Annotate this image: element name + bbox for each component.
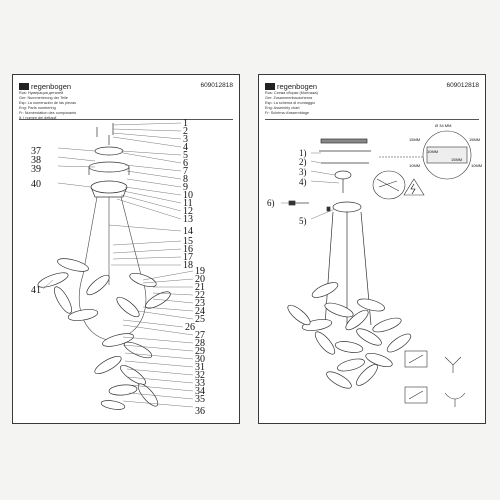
upper-petal-cluster	[37, 258, 171, 321]
leader-lines-right	[42, 122, 194, 408]
assembly-chart-sheet: regenbogen 609012818 Rus: Схема сборки (…	[258, 74, 486, 424]
petal-cluster	[287, 282, 412, 389]
step-label-5: 5)	[299, 216, 307, 226]
part-number-8: 8	[183, 174, 188, 185]
part-number-10: 10	[183, 190, 193, 201]
dim-label-5: 10MM	[409, 163, 420, 168]
header-line-en: Eng: Parts numbering	[19, 106, 56, 110]
part-number-38: 38	[31, 155, 41, 166]
lower-petal-cluster	[94, 333, 159, 410]
step-label-2: 2)	[299, 157, 307, 167]
parts-numbering-sheet: regenbogen 609012818 Rus: Нумерация дета…	[12, 74, 240, 424]
installation-insets	[404, 350, 466, 407]
part-number-1: 1	[183, 118, 188, 129]
part-number-22: 22	[195, 290, 205, 301]
header-divider	[265, 119, 479, 120]
part-number-18: 18	[183, 260, 193, 271]
exploded-lamp-drawing: 1 2 3 4 5 6 7 8 9 10 11 12 13 14 15 16 1…	[31, 118, 205, 417]
part-number-3: 3	[183, 134, 188, 145]
part-number-12: 12	[183, 206, 193, 217]
part-number-41: 41	[31, 285, 41, 296]
step-label-1: 1)	[299, 148, 307, 158]
step-label-3: 3)	[299, 167, 307, 177]
brand-logo-mark	[265, 83, 275, 90]
part-number-13: 13	[183, 214, 193, 225]
part-number-labels: 1 2 3 4 5 6 7 8 9 10 11 12 13 14 15 16 1…	[31, 118, 205, 417]
step-labels: 1) 2) 3) 4) 5) 6)	[267, 148, 307, 226]
part-number-16: 16	[183, 244, 193, 255]
dimension-detail	[379, 130, 472, 180]
dim-label-3: 10MM	[427, 149, 438, 154]
part-number-11: 11	[183, 198, 193, 209]
dim-label-6: 10MM	[471, 163, 482, 168]
part-number-5: 5	[183, 150, 188, 161]
header-divider	[19, 119, 233, 120]
part-number-14: 14	[183, 226, 193, 237]
brand-name: regenbogen	[277, 82, 318, 91]
header-line-fr: Fr: Schéma d'assemblage	[265, 111, 309, 115]
brand-logo-mark	[19, 83, 29, 90]
screw-part	[288, 200, 309, 206]
part-number-31: 31	[195, 362, 205, 373]
part-number-36: 36	[195, 406, 205, 417]
assembly-drawing: Ø 34 MM 15MM 15MM 10MM 15MM 10MM 10MM	[267, 123, 482, 407]
step-label-6: 6)	[267, 198, 275, 208]
dim-label-4: 15MM	[451, 157, 462, 162]
step-leaders	[281, 152, 340, 220]
part-number-37: 37	[31, 146, 41, 157]
part-number-24: 24	[195, 306, 205, 317]
header-line-de: Ger: Nummerierung der Teile	[19, 96, 68, 100]
part-number-17: 17	[183, 252, 193, 263]
product-code: 609012818	[200, 82, 233, 89]
part-number-28: 28	[195, 338, 205, 349]
product-code: 609012818	[446, 82, 479, 89]
part-number-35: 35	[195, 394, 205, 405]
header-line-en: Eng: Assembly chart	[265, 106, 300, 110]
part-number-7: 7	[183, 166, 188, 177]
part-number-25: 25	[195, 314, 205, 325]
header-languages: Rus: Нумерация деталей Ger: Nummerierung…	[19, 91, 76, 121]
part-number-6: 6	[183, 158, 188, 169]
part-number-4: 4	[183, 142, 188, 153]
header-languages: Rus: Схема сборки (Монтажа) Ger: Zusamme…	[265, 91, 318, 116]
part-number-40: 40	[31, 179, 41, 190]
part-number-33: 33	[195, 378, 205, 389]
brand-logo: regenbogen	[265, 82, 317, 91]
part-number-29: 29	[195, 346, 205, 357]
part-number-19: 19	[195, 266, 205, 277]
brand-logo: regenbogen	[19, 82, 71, 91]
header-line-ru: Rus: Нумерация деталей	[19, 91, 64, 95]
part-number-26: 26	[185, 322, 195, 333]
header-line-ru: Rus: Схема сборки (Монтажа)	[265, 91, 318, 95]
part-number-23: 23	[195, 298, 205, 309]
part-number-34: 34	[195, 386, 205, 397]
wiring-detail	[372, 170, 425, 200]
header-line-de: Ger: Zusammenbauschema	[265, 96, 313, 100]
part-number-27: 27	[195, 330, 205, 341]
header-line-es: Esp: La numeración de las piezas	[19, 101, 76, 105]
dim-label-1: 15MM	[409, 137, 420, 142]
step-label-4: 4)	[299, 177, 307, 187]
dim-label-2: 15MM	[469, 137, 480, 142]
part-number-21: 21	[195, 282, 205, 293]
part-number-20: 20	[195, 274, 205, 285]
canopy-assembly	[88, 123, 130, 198]
brand-name: regenbogen	[31, 82, 72, 91]
ceiling-mount-parts	[319, 138, 372, 326]
header-line-it: It: I numeri dei dettagli	[19, 116, 57, 120]
header-line-es: Esp: La schema di montaggio	[265, 101, 316, 105]
part-number-2: 2	[183, 126, 188, 137]
part-number-32: 32	[195, 370, 205, 381]
part-number-9: 9	[183, 182, 188, 193]
part-number-39: 39	[31, 164, 41, 175]
part-number-30: 30	[195, 354, 205, 365]
part-number-15: 15	[183, 236, 193, 247]
dim-diameter: Ø 34 MM	[435, 123, 451, 128]
header-line-fr: Fr: Numérotation des composants	[19, 111, 77, 115]
dimension-labels: Ø 34 MM 15MM 15MM 10MM 15MM 10MM 10MM	[409, 123, 482, 168]
